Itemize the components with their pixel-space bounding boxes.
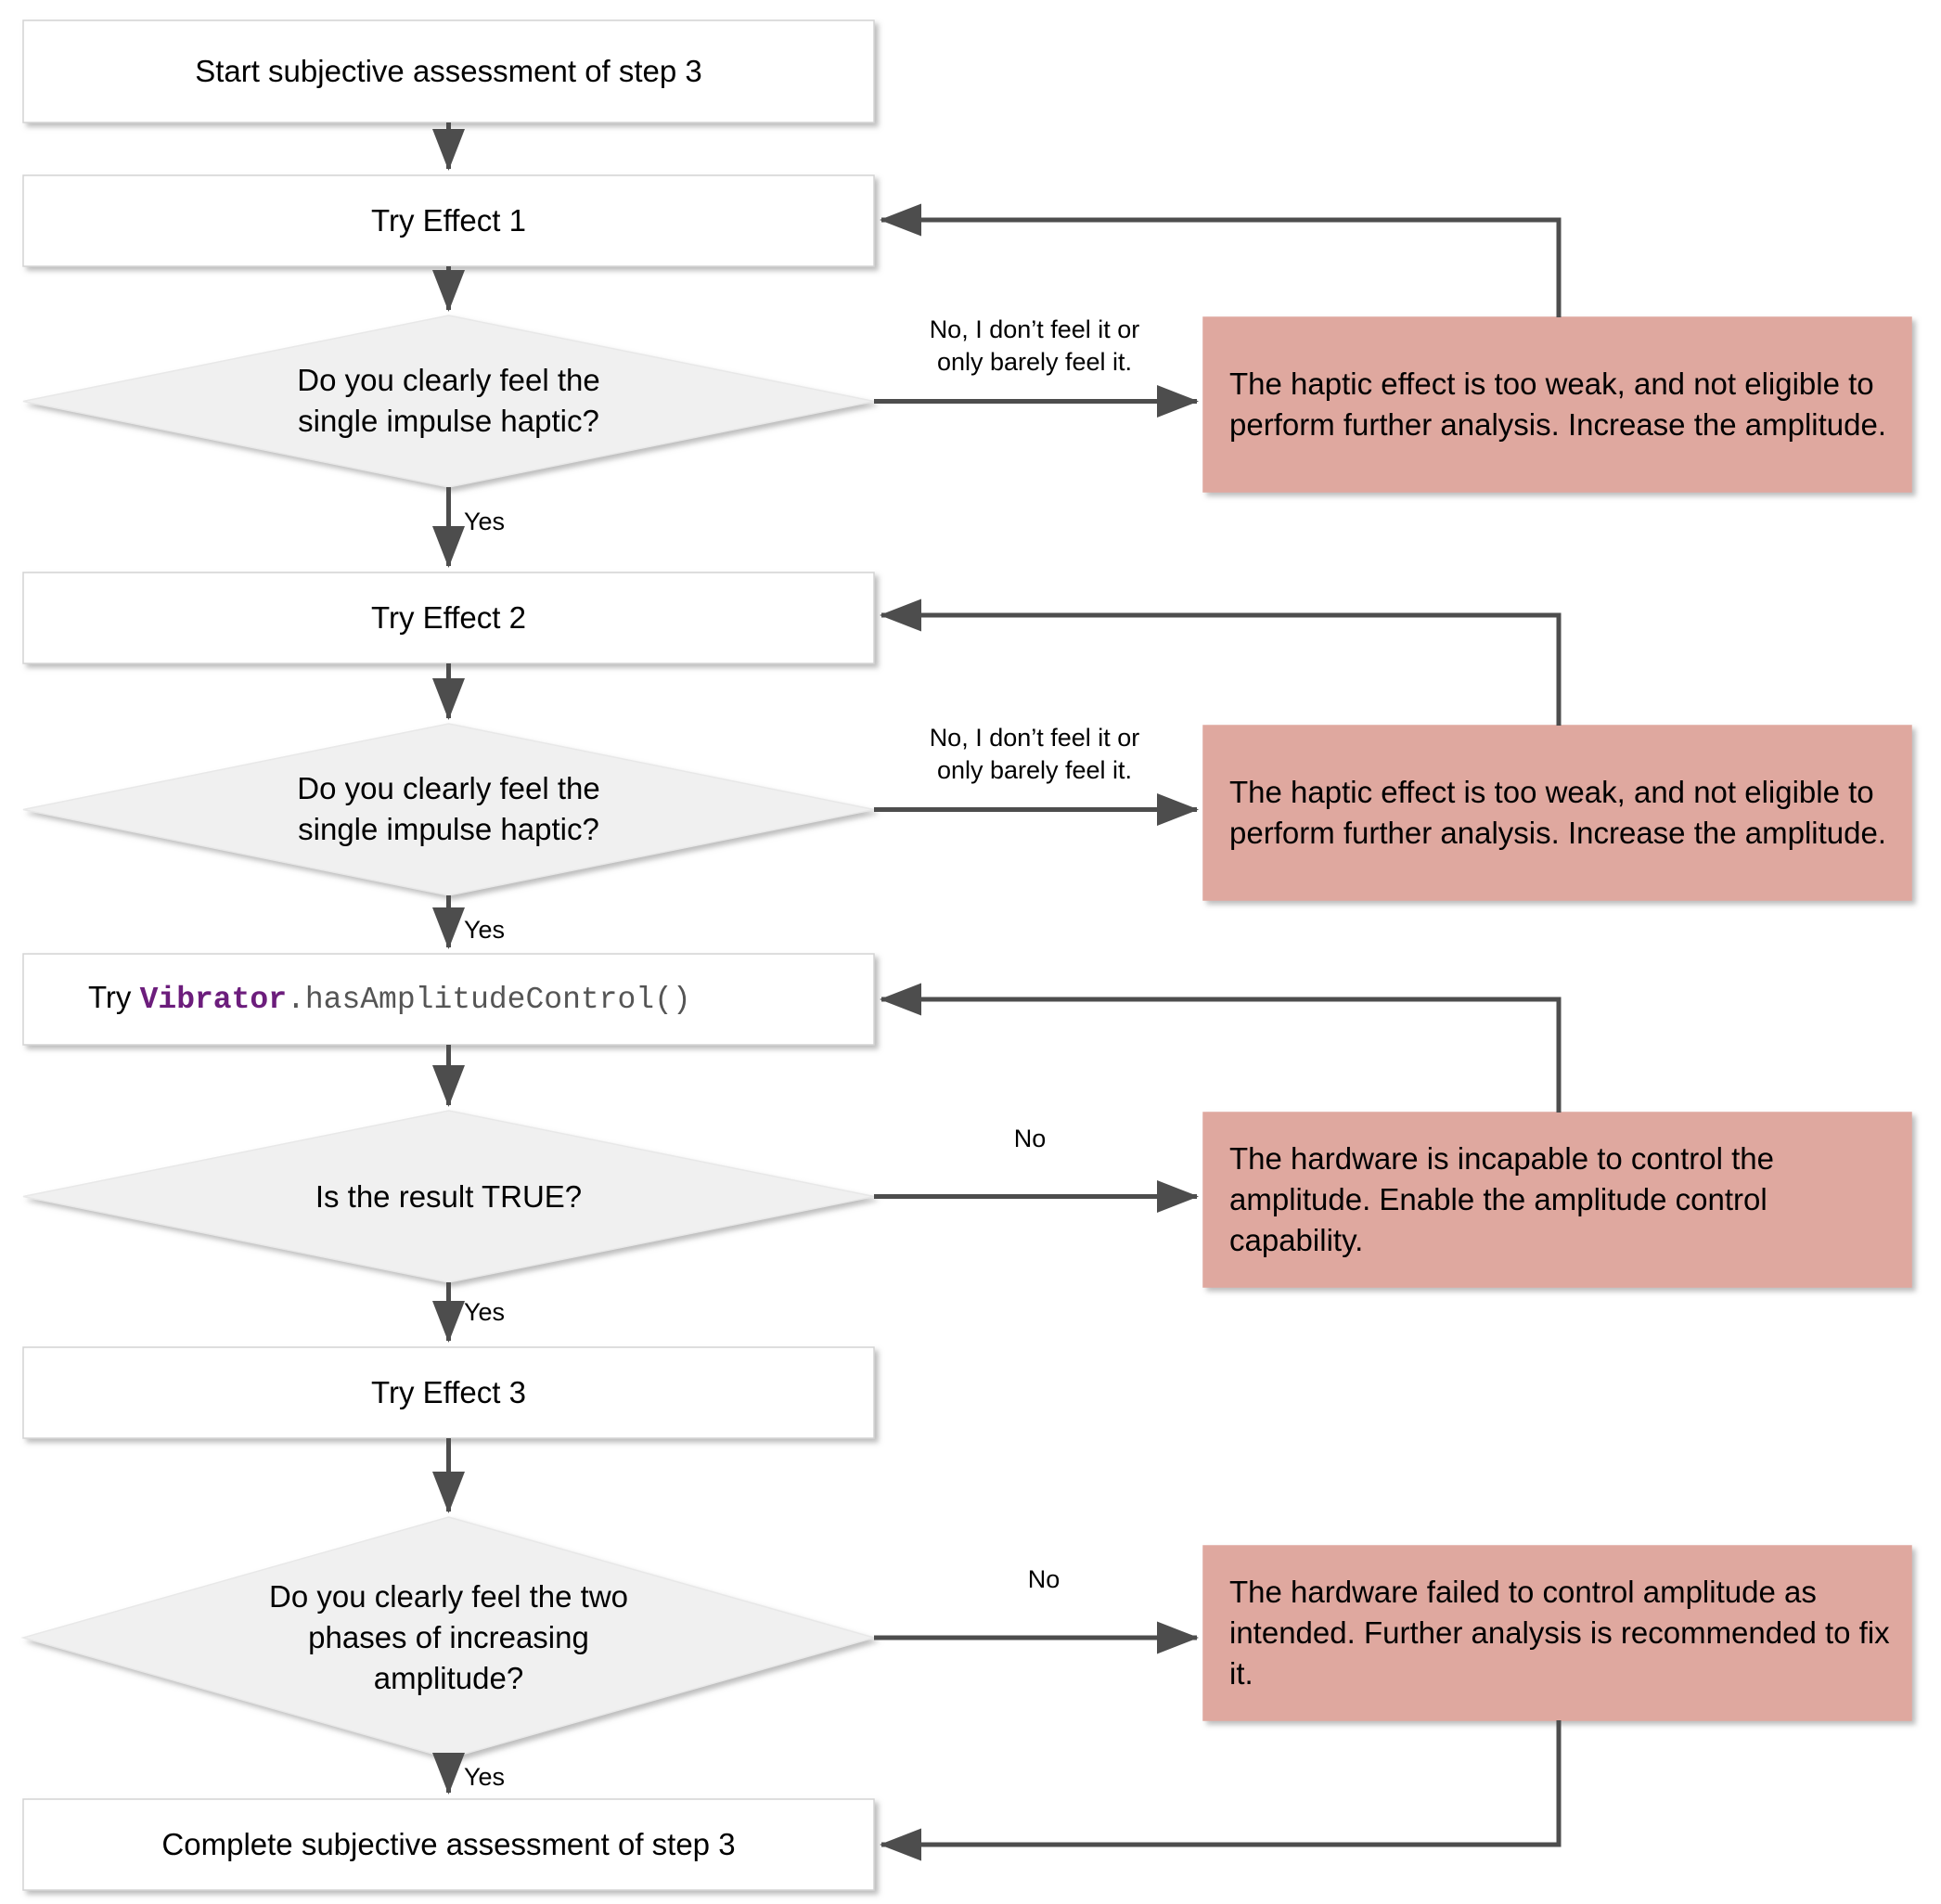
edge-label-yes-4: Yes <box>464 1763 506 1791</box>
node-try-effect-3-shape <box>22 1346 875 1439</box>
node-alert-4-shape <box>1202 1545 1912 1721</box>
node-alert-1-shape <box>1202 316 1912 493</box>
edge-label-yes-1: Yes <box>464 508 506 535</box>
node-try-effect-2-shape <box>22 572 875 664</box>
edge-label-no-4: No <box>1027 1565 1060 1593</box>
node-complete-shape <box>22 1798 875 1891</box>
node-decision-1-shape <box>22 315 875 488</box>
edge-alert-1-loop-to-try-effect-1 <box>880 203 1562 317</box>
node-start-shape <box>22 19 875 123</box>
node-decision-2-shape <box>22 723 875 896</box>
edge-label-yes-2: Yes <box>464 916 506 944</box>
edge-alert-2-loop-to-try-effect-2 <box>880 598 1562 726</box>
edge-alert-4-to-complete <box>880 1720 1562 1861</box>
edge-alert-3-loop-to-try-has-amplitude-control <box>880 983 1562 1113</box>
edge-label-no-feel-1: No, I don’t feel it or only barely feel … <box>929 315 1140 377</box>
edge-label-no-3: No <box>1013 1125 1047 1152</box>
edge-label-no-feel-2: No, I don’t feel it or only barely feel … <box>929 724 1140 785</box>
node-try-effect-1-shape <box>22 174 875 267</box>
edge-label-yes-3: Yes <box>464 1298 506 1326</box>
node-decision-4-shape <box>20 1516 877 1759</box>
node-decision-3-shape <box>22 1110 875 1283</box>
node-alert-3-shape <box>1202 1112 1912 1288</box>
node-alert-2-shape <box>1202 725 1912 901</box>
node-try-has-amplitude-control-shape <box>22 953 875 1046</box>
